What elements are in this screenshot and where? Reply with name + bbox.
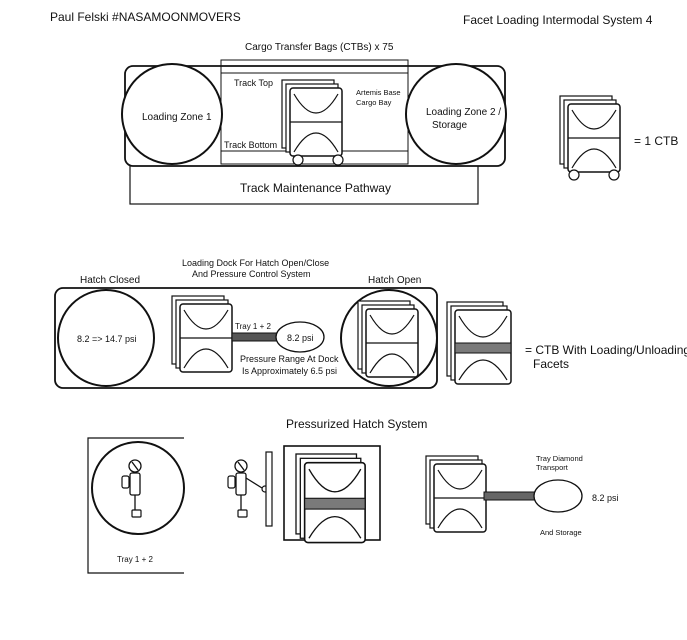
track-top-label: Track Top (234, 78, 273, 88)
hatch-tray-label: Tray 1 + 2 (117, 555, 153, 564)
pressurized-ctb-icon (283, 445, 381, 544)
storage-label: And Storage (540, 528, 582, 537)
pathway-label: Track Maintenance Pathway (240, 181, 391, 195)
diamond-tray-connector (483, 491, 537, 501)
hatch-closed-label: Hatch Closed (80, 275, 140, 286)
hatch-system-title: Pressurized Hatch System (286, 417, 427, 431)
tray-transport-line1: Tray Diamond (536, 454, 583, 463)
loading-dock-title-line1: Loading Dock For Hatch Open/Close (182, 258, 329, 268)
loading-zone-1-label: Loading Zone 1 (142, 112, 212, 123)
hatch-closed-circle (57, 289, 155, 387)
loading-dock-diagram: Loading Dock For Hatch Open/Close And Pr… (54, 258, 687, 389)
airlock-chamber (87, 437, 184, 574)
facet-legend-line2: Facets (533, 357, 569, 371)
cargo-bay-label-line1: Artemis Base (356, 88, 401, 97)
hatch-door-panel (265, 451, 273, 527)
storage-psi-label: 8.2 psi (592, 493, 619, 503)
ctb-legend-label: = 1 CTB (634, 134, 678, 148)
loading-zone-2-circle (405, 63, 507, 165)
hatch-open-label: Hatch Open (368, 275, 421, 286)
pressure-range-line2: Is Approximately 6.5 psi (242, 366, 337, 376)
loading-zone-1-circle (121, 63, 223, 165)
pressure-bubble (275, 321, 325, 353)
author-label: Paul Felski #NASAMOONMOVERS (50, 10, 241, 24)
cargo-bags-label: Cargo Transfer Bags (CTBs) x 75 (245, 42, 394, 53)
cargo-bay-label-line2: Cargo Bay (356, 98, 392, 107)
pressure-range-line1: Pressure Range At Dock (240, 354, 339, 364)
pressure-change-label: 8.2 => 14.7 psi (77, 334, 137, 344)
page-title: Facet Loading Intermodal System 4 (463, 13, 653, 27)
dock-ctb-icon (171, 295, 233, 373)
storage-label: Storage (432, 120, 467, 131)
loading-dock-title-line2: And Pressure Control System (192, 269, 311, 279)
tray-transport-line2: Transport (536, 463, 569, 472)
storage-pressure-bubble (533, 479, 583, 513)
top-system-diagram: Cargo Transfer Bags (CTBs) x 75 Track Ma… (121, 42, 678, 205)
ctb-on-track-icon (281, 79, 344, 166)
facet-legend-line1: = CTB With Loading/Unloading (525, 343, 687, 357)
pressurized-hatch-diagram: Pressurized Hatch System Tray 1 + 2 Tray… (87, 417, 619, 574)
loading-zone-2-label: Loading Zone 2 / (426, 107, 501, 118)
ctb-legend-icon (559, 95, 621, 181)
hatch-open-ctb-icon (357, 300, 419, 378)
track-bottom-label: Track Bottom (224, 140, 277, 150)
tray-connector (231, 332, 279, 342)
transport-ctb-icon (425, 455, 487, 533)
astronaut-pushing-icon (227, 459, 248, 518)
facet-ctb-legend-icon (446, 301, 512, 385)
pressure-bubble-label: 8.2 psi (287, 333, 314, 343)
tray-label: Tray 1 + 2 (235, 322, 271, 331)
